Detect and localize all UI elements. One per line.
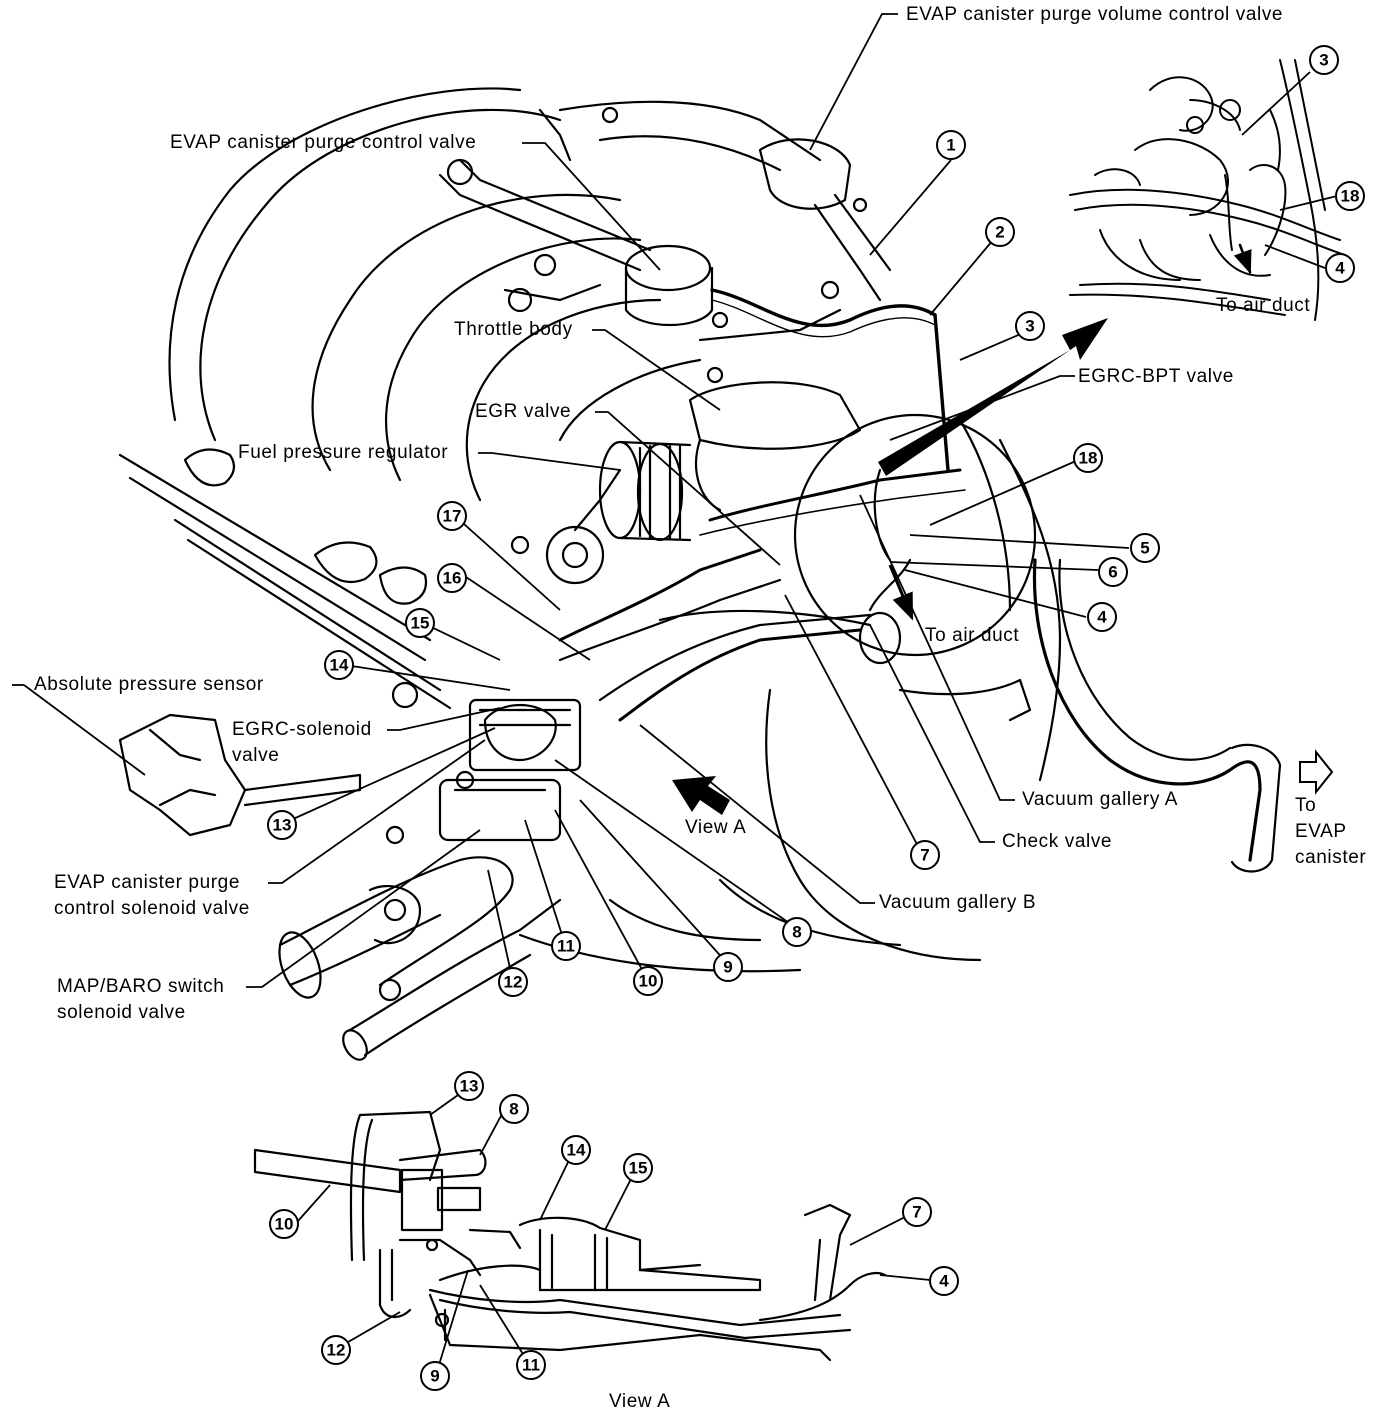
view-a-callout-10-label: 10 — [275, 1215, 294, 1234]
label-fuel-pressure-regulator: Fuel pressure regulator — [238, 442, 449, 463]
view-a-callout-13: 13 — [454, 1071, 484, 1101]
to-evap-canister-arrow — [1299, 749, 1334, 795]
callout-5: 5 — [1130, 533, 1160, 563]
label-egrc-solenoid-valve: EGRC-solenoid valve — [232, 719, 372, 766]
view-a-callout-10: 10 — [269, 1209, 299, 1239]
callout-17: 17 — [437, 501, 467, 531]
label-evap-purge-control-solenoid-valve: EVAP canister purge control solenoid val… — [54, 872, 250, 919]
callout-18: 18 — [1073, 443, 1103, 473]
callout-9: 9 — [713, 952, 743, 982]
inset-callout-3: 3 — [1309, 45, 1339, 75]
callout-16-label: 16 — [443, 569, 462, 588]
callout-12: 12 — [498, 967, 528, 997]
view-a-callout-8-label: 8 — [509, 1100, 518, 1119]
callout-14: 14 — [324, 650, 354, 680]
view-a-callout-13-label: 13 — [460, 1077, 479, 1096]
callout-8: 8 — [782, 917, 812, 947]
callout-14-label: 14 — [330, 656, 349, 675]
view-a-drawing — [253, 1110, 887, 1362]
label-view-a-arrow: View A — [685, 817, 747, 838]
label-evap-purge-volume-control-valve: EVAP canister purge volume control valve — [906, 4, 1284, 25]
label-to-air-duct-inset: To air duct — [1216, 295, 1311, 316]
callout-6-label: 6 — [1108, 563, 1117, 582]
callout-10-label: 10 — [639, 972, 658, 991]
view-a-callout-8: 8 — [499, 1094, 529, 1124]
label-egr-valve: EGR valve — [475, 401, 572, 422]
callout-10: 10 — [633, 966, 663, 996]
callout-18-label: 18 — [1079, 449, 1098, 468]
callout-13-label: 13 — [273, 816, 292, 835]
leader-lines — [12, 13, 1338, 1379]
inset-callout-3-label: 3 — [1319, 51, 1328, 70]
label-vacuum-gallery-a: Vacuum gallery A — [1022, 789, 1179, 810]
callout-1: 1 — [936, 130, 966, 160]
view-a-callout-12-label: 12 — [327, 1341, 346, 1360]
view-a-callout-11-label: 11 — [522, 1356, 540, 1375]
callout-4-label: 4 — [1097, 608, 1107, 627]
view-a-callout-9-label: 9 — [430, 1367, 439, 1386]
callout-3-label: 3 — [1025, 317, 1034, 336]
view-a-callout-9: 9 — [420, 1361, 450, 1391]
label-evap-purge-control-valve: EVAP canister purge control valve — [170, 132, 477, 153]
engine-outline — [118, 87, 1282, 1061]
view-a-callout-4: 4 — [929, 1266, 959, 1296]
label-to-evap-canister: To EVAP canister — [1295, 795, 1367, 868]
inset-callout-18-label: 18 — [1341, 187, 1360, 206]
view-a-callout-7-label: 7 — [912, 1203, 921, 1222]
callout-7: 7 — [910, 840, 940, 870]
callout-3: 3 — [1015, 311, 1045, 341]
callout-2: 2 — [985, 217, 1015, 247]
callout-7-label: 7 — [920, 846, 929, 865]
callout-15-label: 15 — [411, 614, 430, 633]
view-a-direction-arrow — [672, 776, 730, 815]
view-a-callout-12: 12 — [321, 1335, 351, 1365]
inset-callout-4-label: 4 — [1335, 259, 1345, 278]
label-view-a-caption: View A — [609, 1391, 671, 1412]
callout-13: 13 — [267, 810, 297, 840]
label-map-baro-switch-solenoid-valve: MAP/BARO switch solenoid valve — [57, 976, 225, 1023]
inset-pointer-arrow — [878, 318, 1108, 476]
inset-callout-18: 18 — [1335, 181, 1365, 211]
label-vacuum-gallery-b: Vacuum gallery B — [879, 892, 1037, 913]
view-a-callout-7: 7 — [902, 1197, 932, 1227]
callout-15: 15 — [405, 608, 435, 638]
callout-12-label: 12 — [504, 973, 523, 992]
callout-1-label: 1 — [946, 136, 955, 155]
callout-11: 11 — [551, 931, 581, 961]
callout-6: 6 — [1098, 557, 1128, 587]
label-absolute-pressure-sensor: Absolute pressure sensor — [34, 674, 264, 695]
callout-17-label: 17 — [443, 507, 462, 526]
callout-9-label: 9 — [723, 958, 732, 977]
callout-5-label: 5 — [1140, 539, 1149, 558]
view-a-callout-14-label: 14 — [567, 1141, 586, 1160]
view-a-callout-4-label: 4 — [939, 1272, 949, 1291]
view-a-callout-15: 15 — [623, 1153, 653, 1183]
label-check-valve: Check valve — [1002, 831, 1113, 852]
callout-16: 16 — [437, 563, 467, 593]
callout-2-label: 2 — [995, 223, 1004, 242]
inset-callout-4: 4 — [1325, 253, 1355, 283]
callout-11-label: 11 — [557, 937, 575, 956]
inset-drawing — [1069, 59, 1346, 321]
callout-4: 4 — [1087, 602, 1117, 632]
label-egrc-bpt-valve: EGRC-BPT valve — [1078, 366, 1234, 387]
label-to-air-duct: To air duct — [925, 625, 1020, 646]
view-a-callout-14: 14 — [561, 1135, 591, 1165]
view-a-callout-15-label: 15 — [629, 1159, 648, 1178]
view-a-callout-11: 11 — [516, 1350, 546, 1380]
callout-8-label: 8 — [792, 923, 801, 942]
callout-circles: 1 2 3 18 5 6 4 7 8 9 10 11 12 13 14 15 1… — [267, 45, 1365, 1391]
egrc-bpt-detail-circle — [793, 413, 1037, 657]
label-throttle-body: Throttle body — [454, 319, 573, 340]
air-duct-flow-arrow — [888, 564, 914, 621]
